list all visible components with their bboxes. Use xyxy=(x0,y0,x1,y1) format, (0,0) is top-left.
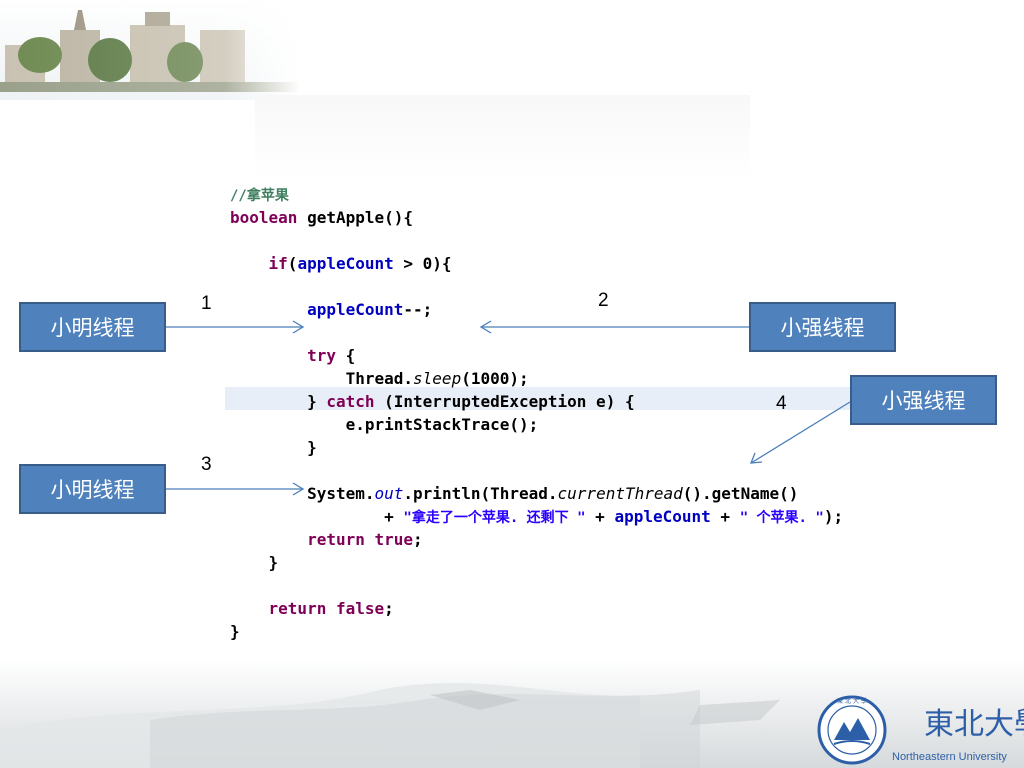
code-line-if: if(appleCount > 0){ xyxy=(230,252,843,275)
code-text: .println(Thread. xyxy=(403,484,558,503)
code-line-return-false: return false; xyxy=(230,597,843,620)
code-text: } xyxy=(268,553,279,572)
thread-label: 小强线程 xyxy=(780,316,865,340)
thread-box-xiaoqiang-1: 小强线程 xyxy=(749,302,896,352)
code-text: ); xyxy=(823,507,844,526)
code-text: } xyxy=(307,438,317,457)
highlighted-line xyxy=(225,387,865,410)
thread-label: 小明线程 xyxy=(50,478,135,502)
svg-text:東 北 大 學: 東 北 大 學 xyxy=(837,697,867,705)
code-text: (1000); xyxy=(461,369,529,388)
thread-box-xiaoming-1: 小明线程 xyxy=(19,302,166,352)
code-line-close-try: } xyxy=(230,436,843,459)
field-name: appleCount xyxy=(297,254,394,273)
code-comment: //拿苹果 xyxy=(230,188,289,204)
field-name: appleCount xyxy=(307,300,404,319)
step-number-1: 1 xyxy=(201,293,212,314)
step-number-3: 3 xyxy=(201,454,212,475)
keyword: false xyxy=(326,599,385,618)
static-method: sleep xyxy=(413,369,462,388)
code-text: } xyxy=(307,392,327,411)
code-text: System. xyxy=(307,484,375,503)
code-line-close-method: } xyxy=(230,620,843,643)
code-line-comment: //拿苹果 xyxy=(230,183,843,206)
static-method: currentThread xyxy=(557,484,683,503)
logo-wordmark-en: Northeastern University xyxy=(892,751,1007,763)
code-text: getApple(){ xyxy=(297,208,414,227)
keyword: catch xyxy=(326,392,375,411)
code-line-decrement: appleCount--; xyxy=(230,298,843,321)
code-text: e.printStackTrace(); xyxy=(345,415,539,434)
thread-box-xiaoqiang-2: 小强线程 xyxy=(850,375,997,425)
code-text: --; xyxy=(403,300,433,319)
keyword: true xyxy=(364,530,414,549)
string-literal: " 个苹果. " xyxy=(739,510,824,526)
code-text: > 0){ xyxy=(393,254,452,273)
code-text: ( xyxy=(287,254,298,273)
keyword: return xyxy=(307,530,365,549)
step-number-2: 2 xyxy=(598,290,609,311)
thread-box-xiaoming-2: 小明线程 xyxy=(19,464,166,514)
code-text: + xyxy=(384,507,404,526)
code-text: } xyxy=(230,622,240,641)
code-text: (InterruptedException e) { xyxy=(374,392,635,411)
keyword: if xyxy=(268,254,288,273)
code-text: Thread. xyxy=(345,369,414,388)
code-line-signature: boolean getApple(){ xyxy=(230,206,843,229)
code-line-try: try { xyxy=(230,344,843,367)
step-number-4: 4 xyxy=(776,393,787,414)
keyword: return xyxy=(268,599,327,618)
code-panel-background xyxy=(255,95,750,180)
code-text: + xyxy=(585,507,615,526)
campus-banner-image xyxy=(0,0,300,100)
code-line-catch: } catch (InterruptedException e) { xyxy=(230,390,843,413)
keyword: try xyxy=(307,346,336,365)
code-text: ().getName() xyxy=(682,484,799,503)
code-line-return-true: return true; xyxy=(230,528,843,551)
code-line-print-trace: e.printStackTrace(); xyxy=(230,413,843,436)
string-literal: "拿走了一个苹果. 还剩下 " xyxy=(403,510,586,526)
static-field: out xyxy=(374,484,404,503)
code-text: + xyxy=(710,507,740,526)
thread-label: 小明线程 xyxy=(50,316,135,340)
keyword: boolean xyxy=(230,208,298,227)
code-text: { xyxy=(335,346,356,365)
thread-label: 小强线程 xyxy=(881,389,966,413)
code-text: ; xyxy=(413,530,423,549)
code-line-close-if: } xyxy=(230,551,843,574)
code-line-sleep: Thread.sleep(1000); xyxy=(230,367,843,390)
code-line-println: System.out.println(Thread.currentThread(… xyxy=(230,482,843,505)
field-name: appleCount xyxy=(614,507,711,526)
code-line-concat: + "拿走了一个苹果. 还剩下 " + appleCount + " 个苹果. … xyxy=(230,505,843,528)
code-text: ; xyxy=(384,599,394,618)
